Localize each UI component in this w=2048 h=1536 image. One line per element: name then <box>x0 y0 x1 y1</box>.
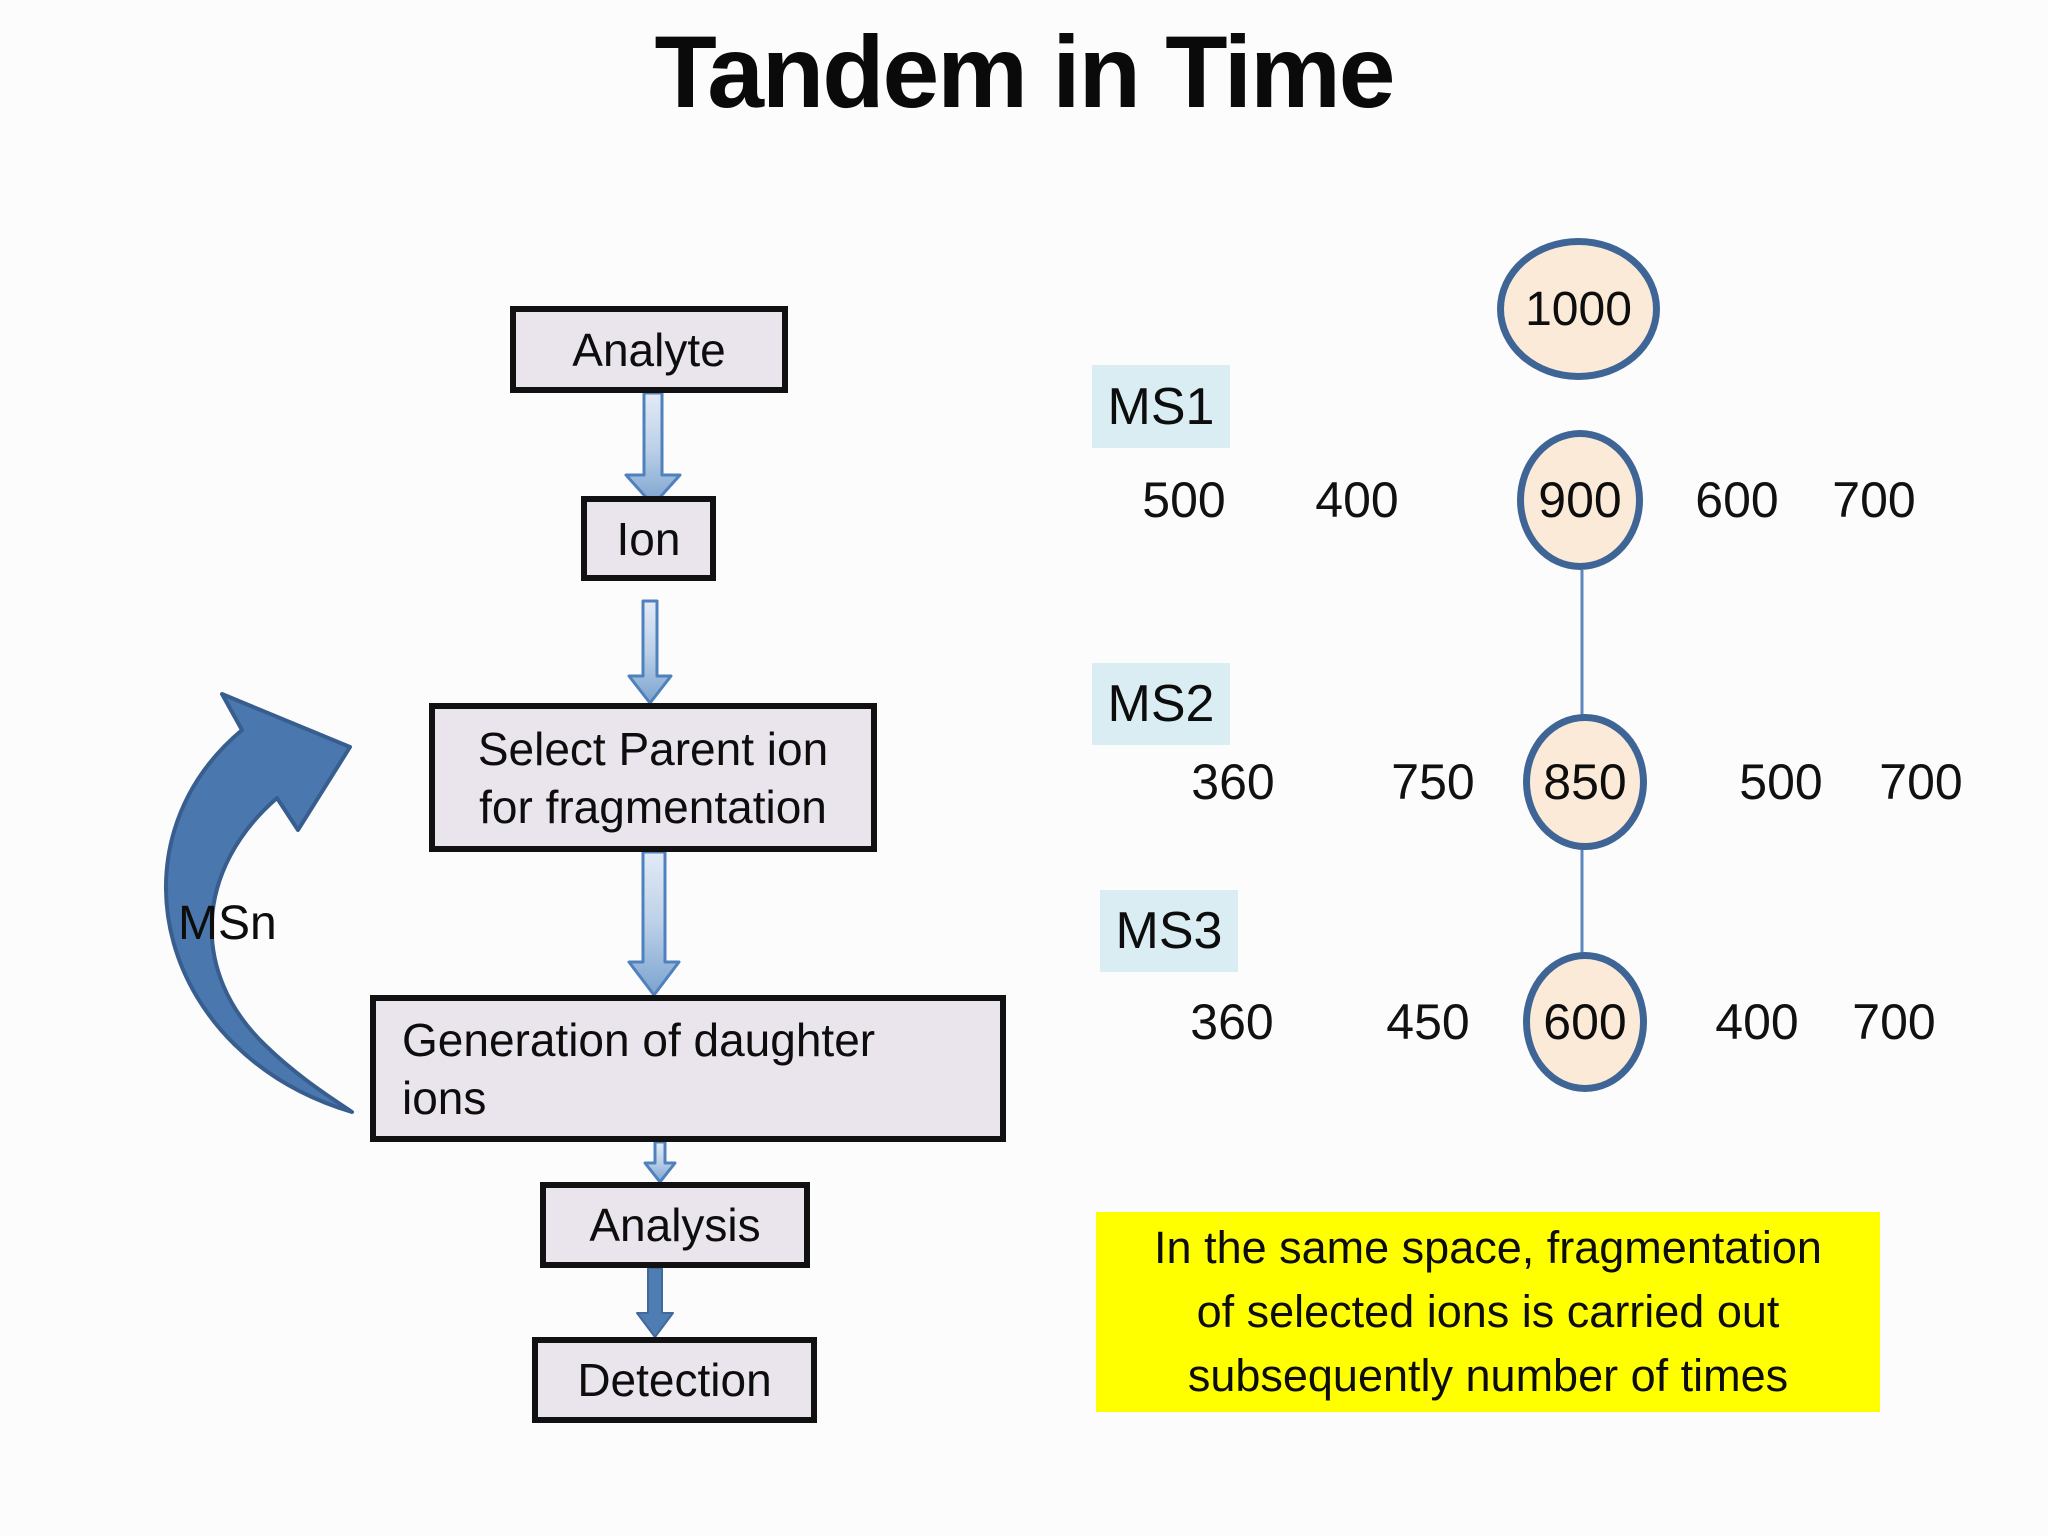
ms3-value: 400 <box>1715 994 1799 1050</box>
highlight-note: In the same space, fragmentation of sele… <box>1096 1212 1880 1412</box>
highlight-note-line2: of selected ions is carried out <box>1196 1286 1780 1337</box>
down-arrow-icon-analyte-to-ion <box>624 391 682 507</box>
ms1-value: 500 <box>1142 472 1226 528</box>
ms1-badge: MS1 <box>1092 365 1230 448</box>
page-title: Tandem in Time <box>654 15 1395 129</box>
down-arrow-icon-analysis-to-detection <box>636 1267 674 1338</box>
ion-ellipse-ms3-value: 600 <box>1543 994 1627 1050</box>
flow-box-select-parent: Select Parent ion for fragmentation <box>429 703 877 852</box>
ms2-value: 750 <box>1391 754 1475 810</box>
flow-box-detection: Detection <box>532 1337 817 1423</box>
ms3-value: 700 <box>1852 994 1936 1050</box>
ion-ellipse-ms1-value: 900 <box>1538 472 1622 528</box>
ms2-value: 500 <box>1739 754 1823 810</box>
ms1-value: 400 <box>1315 472 1399 528</box>
flow-box-select-parent-line2: for fragmentation <box>479 780 827 833</box>
down-arrow-icon-generation-to-analysis <box>643 1140 677 1184</box>
highlight-note-line3: subsequently number of times <box>1187 1350 1789 1401</box>
ion-ellipse-ms2-value: 850 <box>1543 754 1627 810</box>
ms2-value: 360 <box>1191 754 1275 810</box>
ms2-value: 700 <box>1879 754 1963 810</box>
flow-box-generation-lines: Generation of daughter ions <box>402 1011 875 1127</box>
flow-box-analysis: Analysis <box>540 1182 810 1268</box>
ms2-badge-label: MS2 <box>1107 675 1215 733</box>
flow-box-ion-label: Ion <box>616 512 681 565</box>
ion-ellipse-precursor-value: 1000 <box>1525 282 1632 336</box>
flow-box-analysis-label: Analysis <box>589 1199 761 1251</box>
ms1-badge-label: MS1 <box>1107 377 1215 436</box>
ion-ellipse-ms1-selected: 900 <box>1517 430 1643 570</box>
highlight-note-line1: In the same space, fragmentation <box>1154 1222 1822 1273</box>
flow-box-generation: Generation of daughter ions <box>370 995 1006 1142</box>
ion-ellipse-ms3-selected: 600 <box>1523 952 1647 1092</box>
flow-box-generation-line1: Generation of daughter <box>402 1013 876 1066</box>
ion-ellipse-precursor: 1000 <box>1497 238 1660 380</box>
ms1-value: 700 <box>1832 472 1916 528</box>
down-arrow-icon-select-to-generation <box>627 850 681 997</box>
flow-box-analyte: Analyte <box>510 306 788 393</box>
ms1-value: 600 <box>1695 472 1779 528</box>
ms3-value: 450 <box>1386 994 1470 1050</box>
flow-box-detection-label: Detection <box>577 1354 772 1406</box>
ms3-badge: MS3 <box>1100 890 1238 972</box>
down-arrow-icon-ion-to-select <box>627 599 673 705</box>
msn-loop-label: MSn <box>178 897 277 950</box>
ms3-badge-label: MS3 <box>1115 902 1223 960</box>
ion-ellipse-ms2-selected: 850 <box>1523 714 1647 850</box>
ms2-badge: MS2 <box>1092 663 1230 745</box>
ms3-value: 360 <box>1190 994 1274 1050</box>
flow-box-ion: Ion <box>581 496 716 581</box>
flow-box-analyte-label: Analyte <box>572 323 726 376</box>
flow-box-select-parent-line1: Select Parent ion <box>477 722 829 775</box>
flow-box-generation-line2: ions <box>402 1071 487 1124</box>
